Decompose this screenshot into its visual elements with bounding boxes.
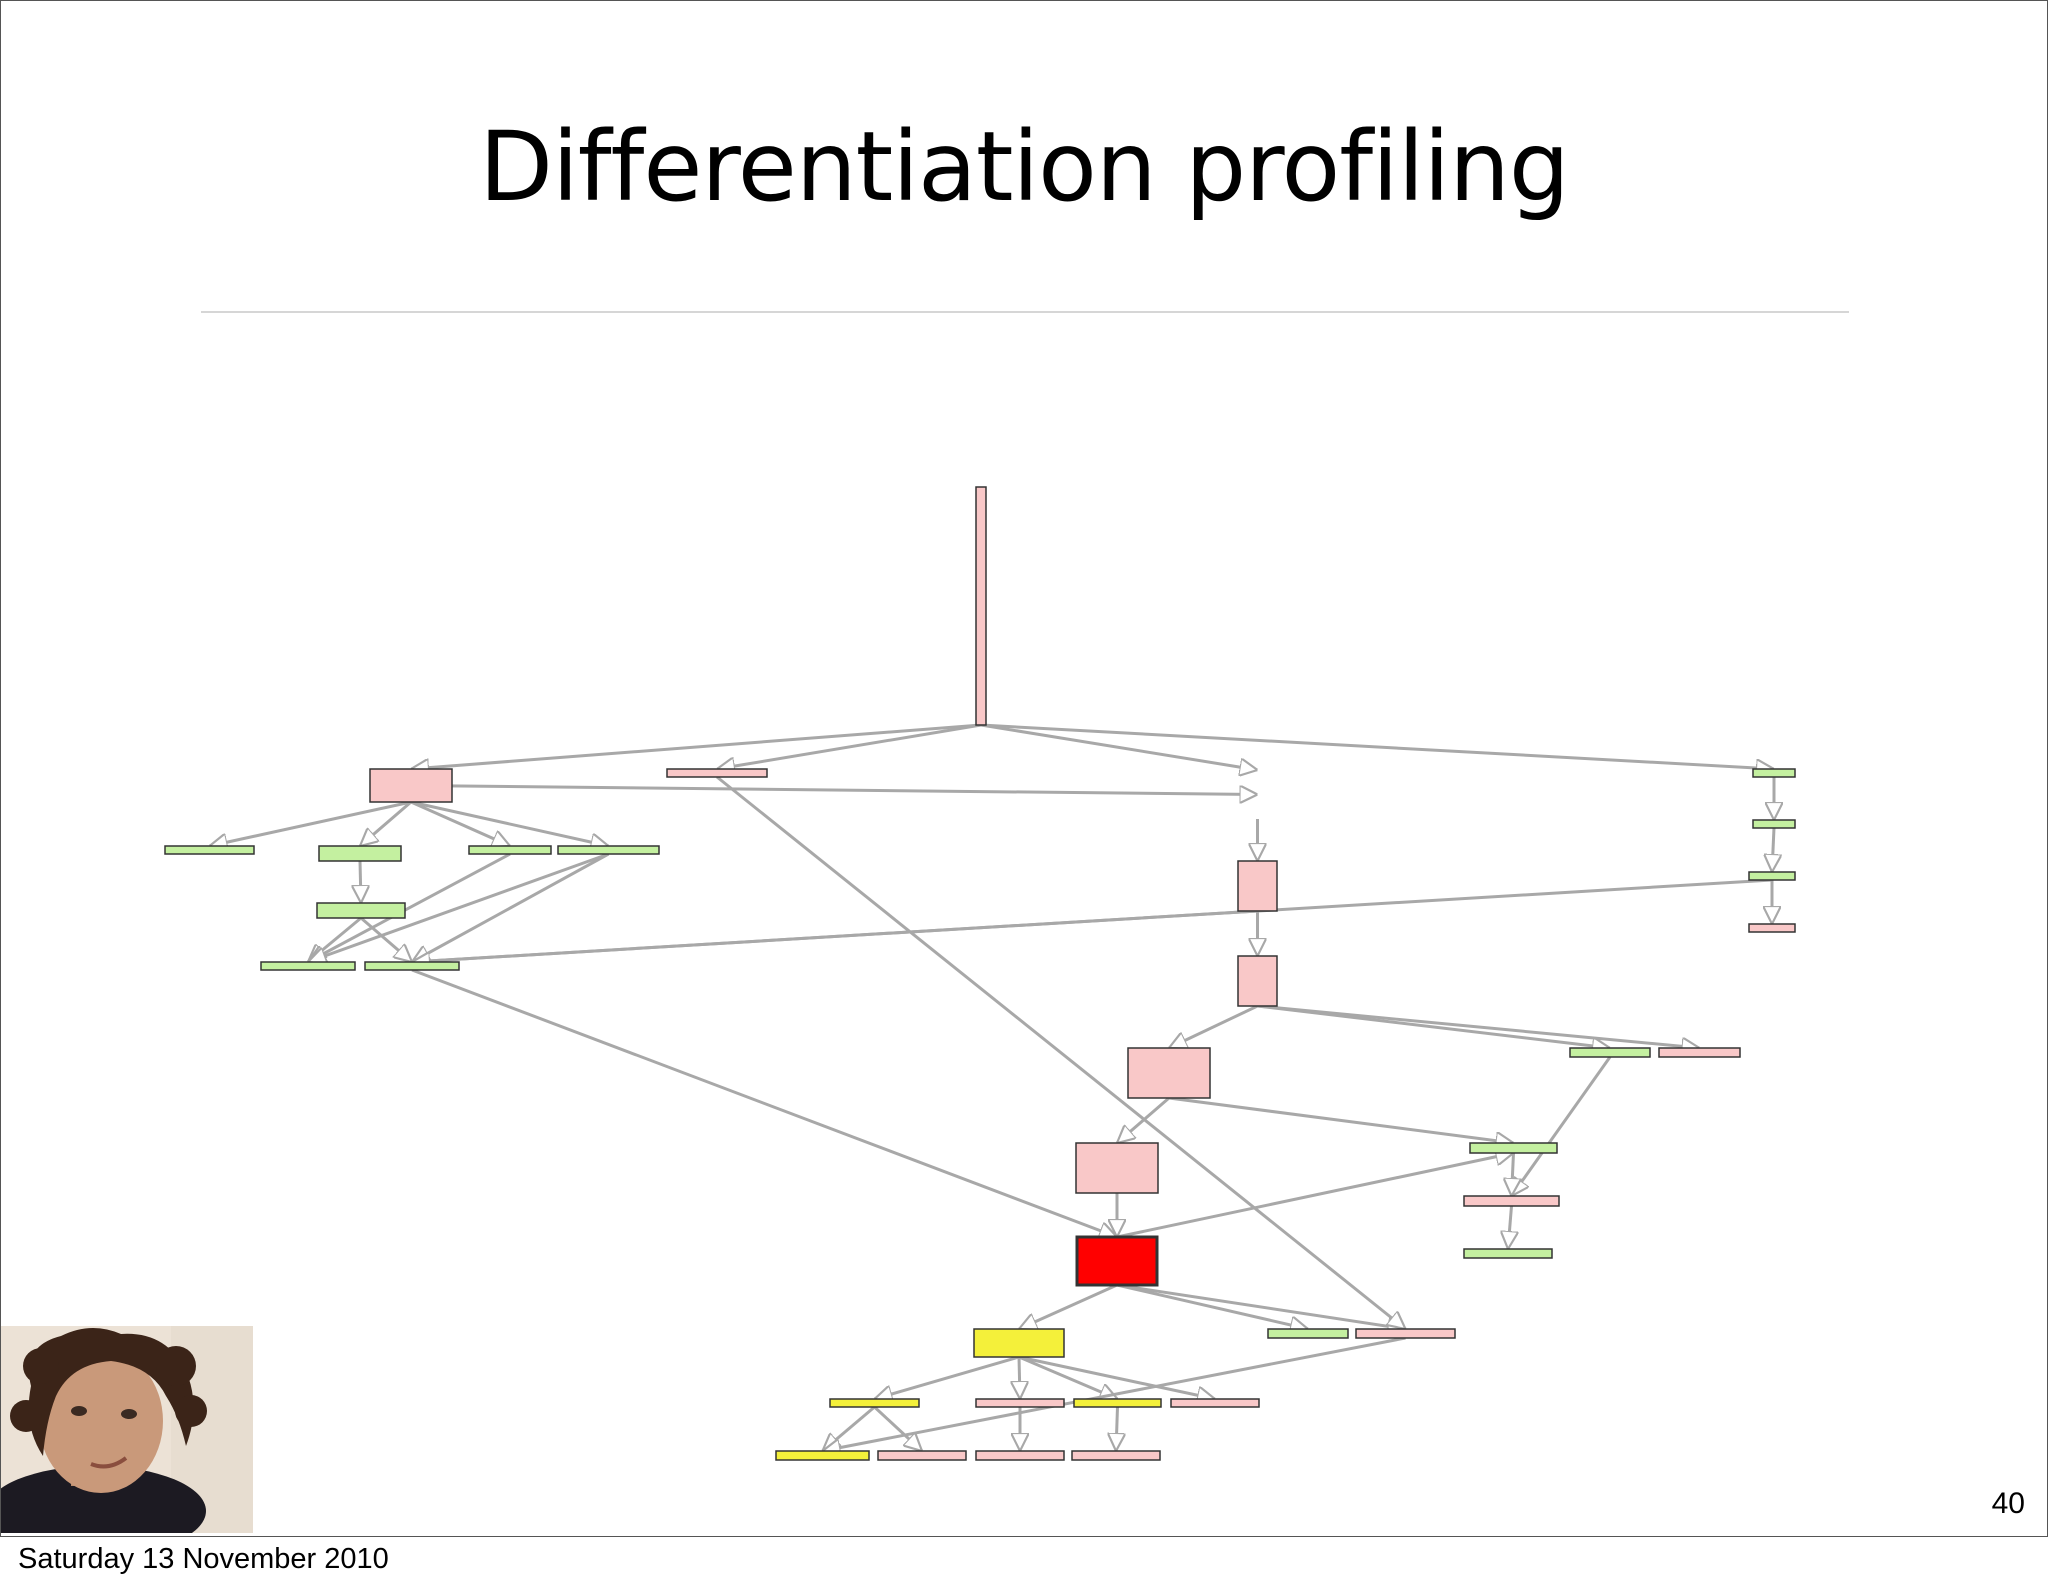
graph-node-red	[1075, 1235, 1159, 1287]
graph-node-c2	[1075, 1142, 1159, 1194]
slide-number: 40	[1991, 1487, 2025, 1520]
graph-edge-g7-red	[411, 968, 1117, 1237]
graph-edge-g4-g6	[308, 852, 610, 962]
graph-edge-red-y1	[1019, 1283, 1118, 1329]
graph-edge-red-t1	[1116, 1153, 1514, 1239]
graph-edge-a1-g4	[410, 800, 609, 846]
graph-edge-y1-y2	[875, 1355, 1020, 1399]
graph-edge-y1-p2	[1018, 1355, 1215, 1399]
graph-edge-b3-s2	[1257, 1004, 1700, 1048]
graph-node-p2	[1170, 1398, 1260, 1408]
differentiation-graph	[164, 486, 1796, 1461]
graph-node-y3	[1073, 1398, 1162, 1408]
graph-edge-b3-c1	[1169, 1004, 1259, 1048]
graph-node-s2	[1658, 1047, 1741, 1058]
graph-node-b2	[1237, 860, 1278, 912]
graph-edge-root-a4	[980, 723, 1774, 769]
graph-edge-y1-y3	[1018, 1355, 1118, 1399]
graph-edge-a1-g3	[410, 800, 510, 846]
graph-node-p1	[975, 1398, 1065, 1408]
graph-edge-a1-g2	[360, 800, 412, 846]
graph-edge-u2-y4	[823, 1336, 1406, 1451]
graph-node-g1	[164, 845, 255, 855]
graph-edge-g2-g5	[360, 860, 361, 903]
graph-node-t3	[1463, 1248, 1553, 1259]
graph-edge-y1-p1	[1019, 1356, 1020, 1399]
graph-node-r2	[1748, 871, 1796, 881]
graph-edge-red-u2	[1116, 1283, 1406, 1329]
graph-node-r3	[1748, 923, 1796, 933]
graph-node-g6	[260, 961, 356, 971]
graph-node-b3	[1237, 955, 1278, 1007]
graph-node-g5	[316, 902, 406, 919]
graph-node-g2	[318, 845, 402, 862]
graph-edge-c1-c2	[1117, 1096, 1170, 1143]
graph-edge-a1-g1	[210, 800, 412, 846]
graph-node-g3	[468, 845, 552, 855]
graph-edges	[210, 723, 1775, 1451]
graph-edge-a2-u2	[716, 775, 1406, 1329]
graph-nodes	[164, 486, 1796, 1461]
graph-node-c1	[1127, 1047, 1211, 1099]
slide-title: Differentiation profiling	[479, 111, 1570, 223]
graph-node-r1	[1752, 819, 1796, 829]
graph-edge-root-a2	[717, 723, 982, 769]
graph-edge-root-a1	[411, 723, 982, 769]
graph-edge-y2-p3	[873, 1405, 923, 1451]
graph-edge-g5-g6	[308, 916, 362, 962]
graph-edge-s1-t2	[1512, 1056, 1612, 1196]
graph-edge-b2-g7	[412, 909, 1258, 962]
presenter-photo	[1, 1326, 253, 1533]
graph-node-p5	[1071, 1450, 1161, 1461]
graph-edge-g4-g7	[412, 852, 610, 964]
graph-node-a1	[369, 768, 453, 803]
footer-date: Saturday 13 November 2010	[18, 1543, 389, 1575]
graph-edge-t2-t3	[1508, 1205, 1512, 1249]
graph-node-y4	[775, 1450, 870, 1461]
graph-edge-c1-t1	[1168, 1096, 1514, 1143]
graph-node-y2	[829, 1398, 920, 1408]
graph-edge-g3-g6	[308, 852, 511, 964]
graph-node-g4	[557, 845, 660, 855]
graph-edge-red-u1	[1116, 1283, 1308, 1329]
graph-node-a2	[666, 768, 768, 778]
graph-edge-y3-p5	[1116, 1406, 1118, 1451]
graph-node-t2	[1463, 1195, 1560, 1207]
graph-node-s1	[1569, 1047, 1651, 1058]
graph-edge-r1-r2	[1772, 827, 1774, 872]
graph-node-u1	[1267, 1328, 1349, 1339]
graph-edge-a1-b1	[410, 784, 1258, 795]
title-divider	[201, 311, 1849, 313]
graph-node-root	[975, 486, 987, 726]
graph-node-y1	[973, 1328, 1065, 1358]
graph-node-p3	[877, 1450, 967, 1461]
graph-node-p4	[975, 1450, 1065, 1461]
graph-node-t1	[1469, 1142, 1558, 1154]
graph-edge-y2-y4	[823, 1405, 876, 1451]
graph-node-g7	[364, 961, 460, 971]
graph-edge-g5-g7	[360, 916, 412, 962]
graph-node-u2	[1355, 1328, 1456, 1339]
graph-edge-root-b1	[980, 723, 1258, 770]
graph-node-a4	[1752, 768, 1796, 778]
graph-edge-t1-t2	[1512, 1152, 1514, 1196]
slide: Differentiation profiling 40	[0, 0, 2048, 1537]
